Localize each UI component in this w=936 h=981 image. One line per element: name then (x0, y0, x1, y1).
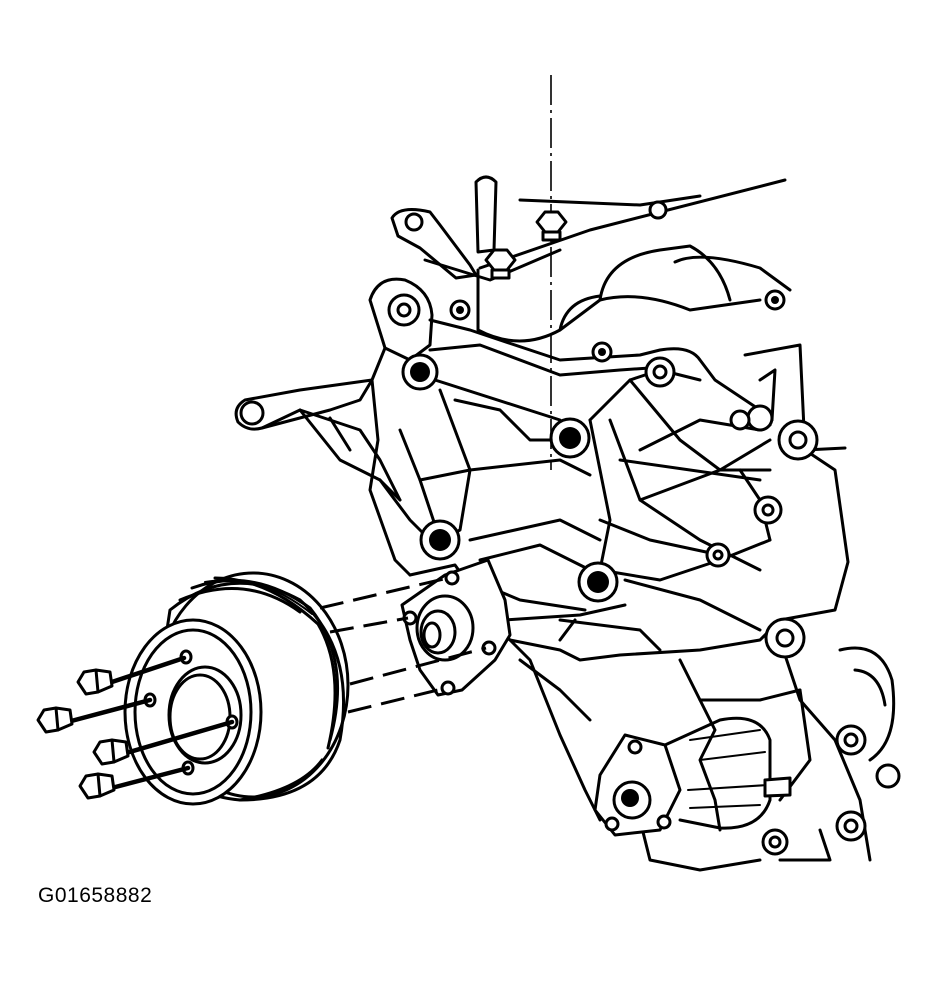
pulley (123, 571, 350, 806)
pulley-bolt-1 (76, 655, 187, 696)
upper-strap (390, 175, 562, 282)
water-pump-assembly (593, 698, 792, 837)
pulley-bolt-3 (92, 719, 235, 766)
bolt-top-1 (535, 210, 568, 242)
bolt-head-3 (648, 200, 668, 220)
bracket-bolts (401, 200, 819, 659)
pulley-hub-flange (400, 558, 512, 697)
alignment-lines (319, 576, 487, 714)
pulley-bolt-4 (78, 765, 191, 800)
pulley-bolt-2 (36, 697, 153, 734)
bolt-top-2 (484, 248, 517, 280)
bolt-head-1 (449, 299, 471, 321)
engine-block (476, 178, 901, 872)
bolt-head-4 (764, 289, 786, 311)
accessory-bracket (234, 277, 782, 662)
figure-id-label: G01658882 (38, 884, 153, 907)
pulley-bolts (36, 655, 235, 800)
bolt-head-2 (591, 341, 613, 363)
